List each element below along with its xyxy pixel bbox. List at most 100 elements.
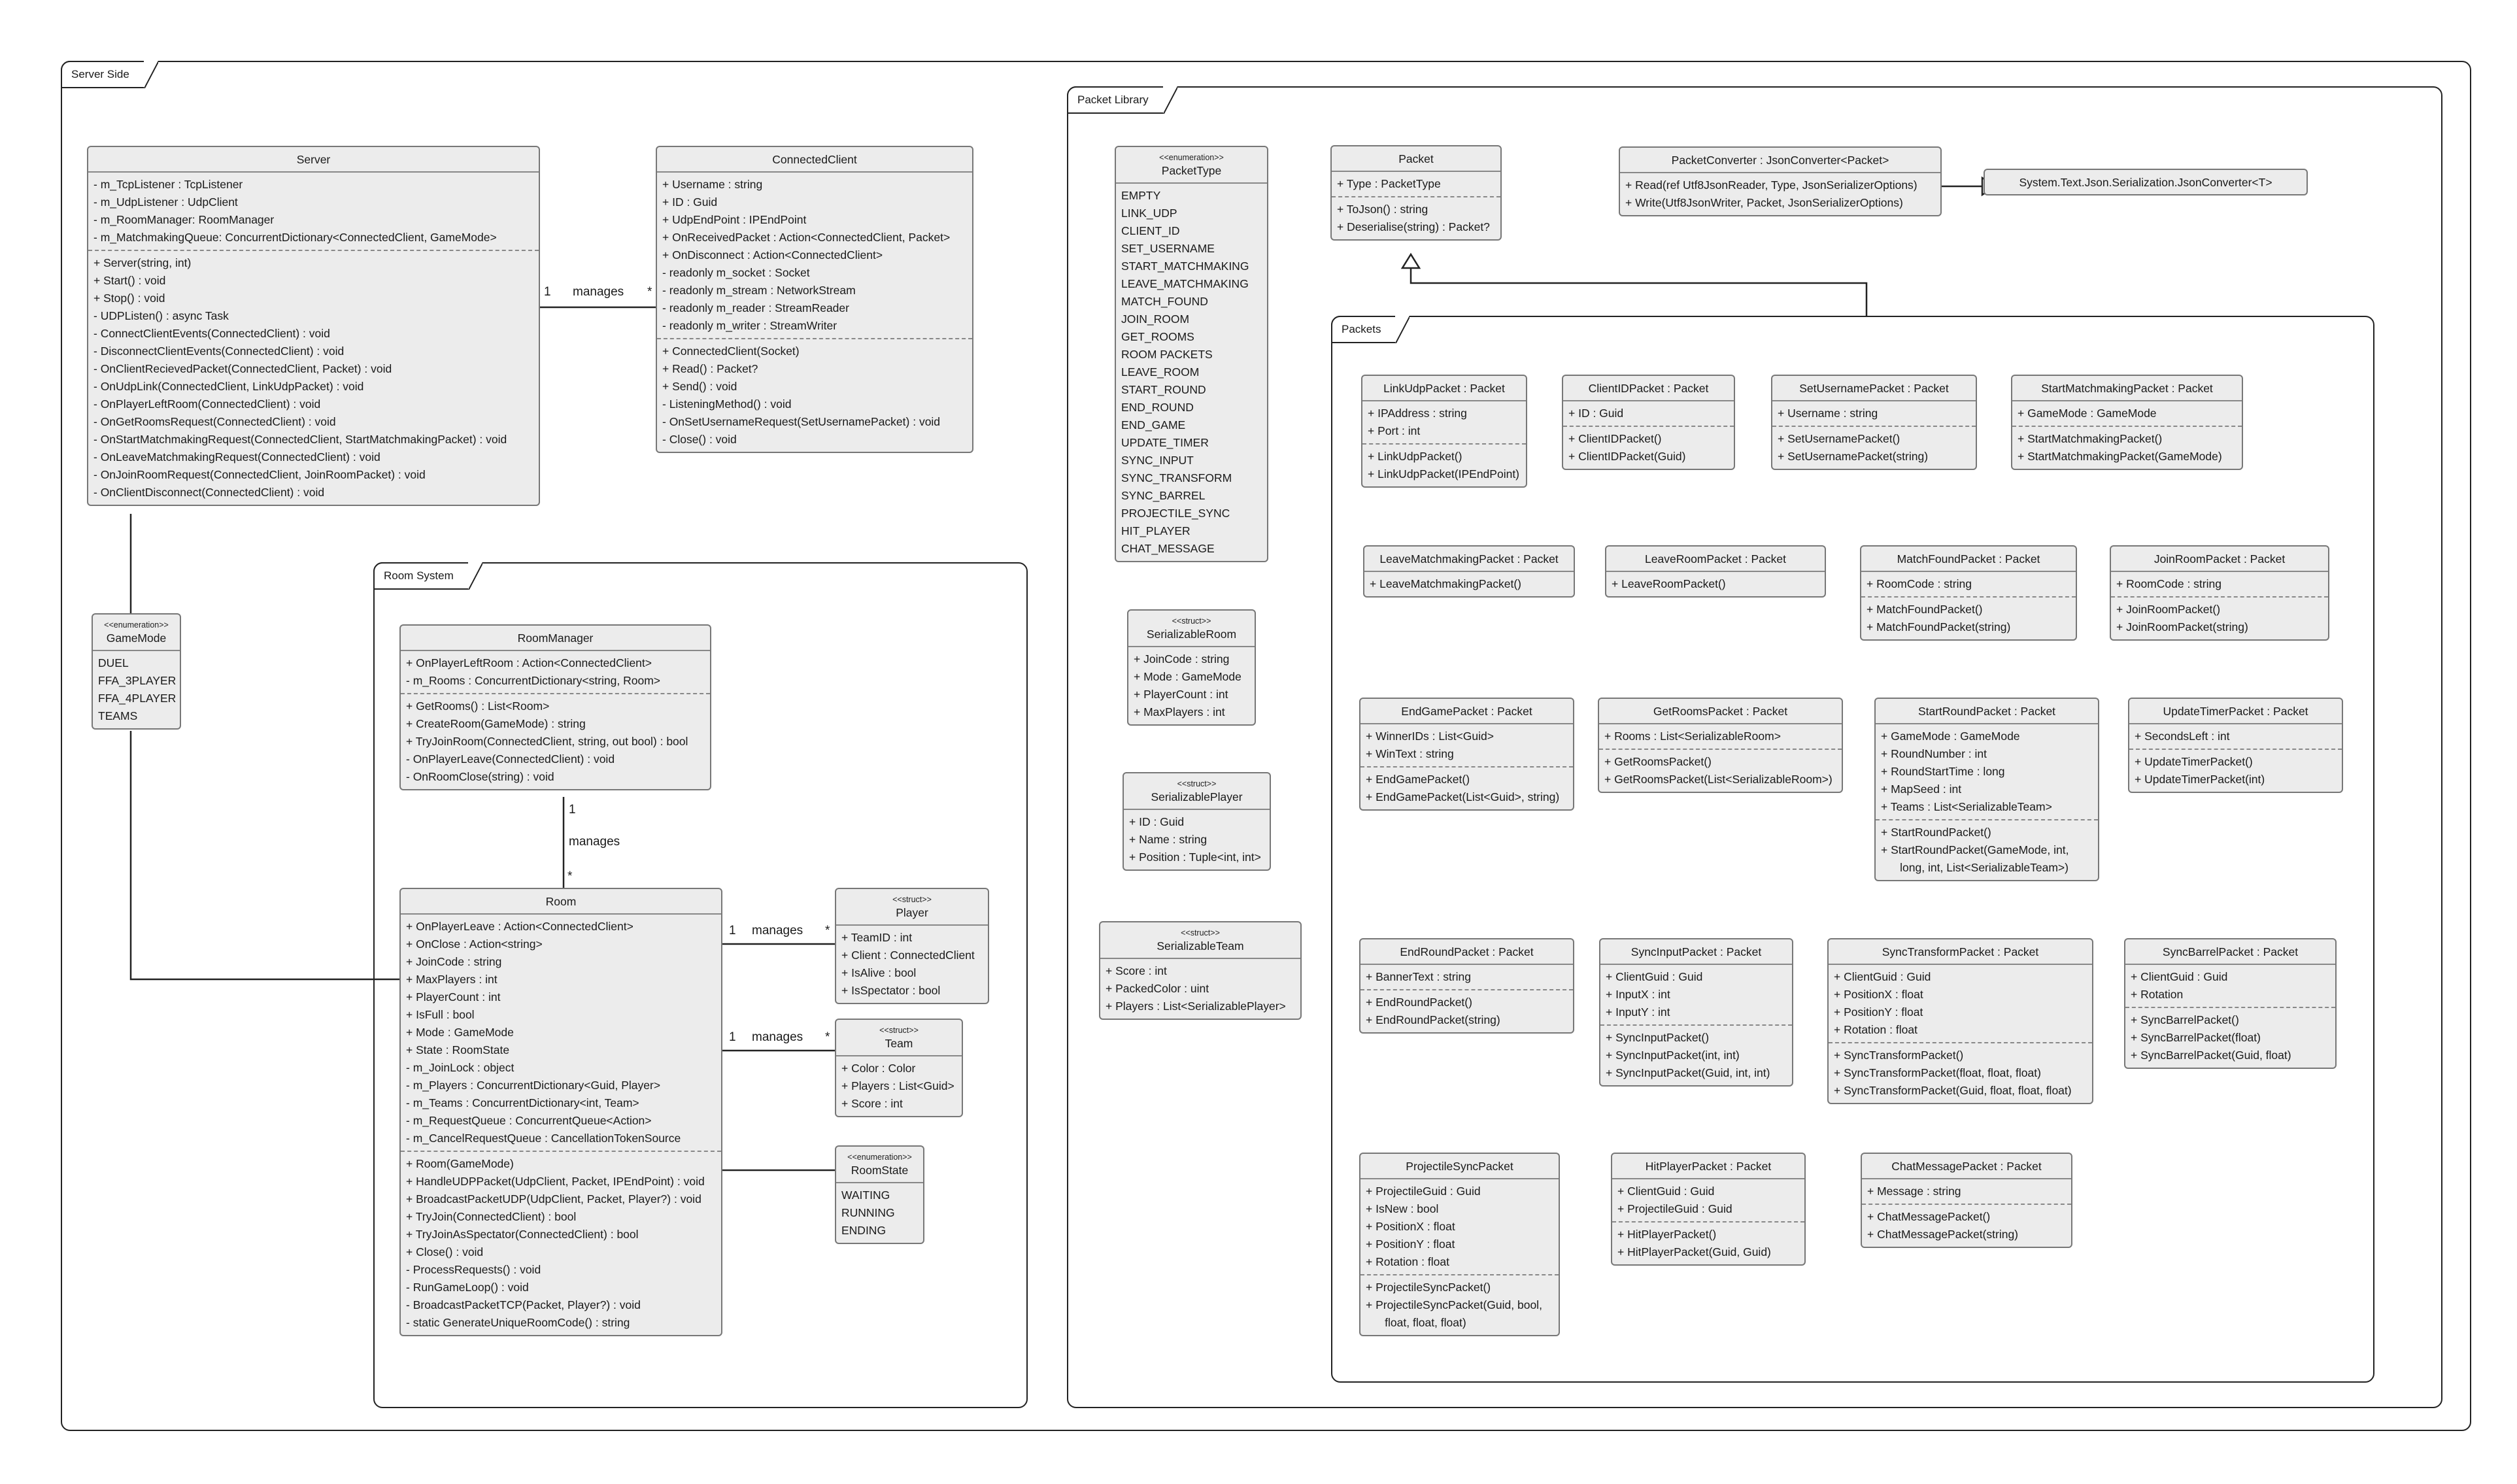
field-line: + GameMode : GameMode — [2018, 407, 2157, 420]
class-header: ConnectedClient — [657, 147, 972, 173]
field-line: + Players : List<Guid> — [841, 1079, 954, 1092]
class-name: SerializablePlayer — [1151, 790, 1243, 803]
class-fields: + RoomCode : string — [1861, 572, 2076, 596]
enum-value: JOIN_ROOM — [1121, 312, 1190, 326]
class-name: PacketType — [1161, 164, 1222, 177]
class-header: <<struct>>SerializableTeam — [1100, 922, 1300, 959]
class-methods: + ConnectedClient(Socket)+ Read() : Pack… — [657, 338, 972, 452]
field-line: + MaxPlayers : int — [406, 973, 498, 986]
class-end-round-packet: EndRoundPacket : Packet+ BannerText : st… — [1359, 938, 1574, 1034]
class-methods: + LeaveMatchmakingPacket() — [1364, 572, 1574, 596]
field-line: + IsSpectator : bool — [841, 984, 941, 997]
class-packet: Packet+ Type : PacketType+ ToJson() : st… — [1330, 145, 1502, 241]
field-line: + PlayerCount : int — [406, 990, 501, 1003]
method-line: + SetUsernamePacket(string) — [1778, 450, 1929, 463]
method-line: + GetRooms() : List<Room> — [406, 700, 550, 713]
field-line: + JoinCode : string — [1134, 652, 1230, 666]
method-line: long, int, List<SerializableTeam>) — [1881, 861, 2069, 874]
class-name: LinkUdpPacket : Packet — [1383, 382, 1505, 395]
mult-client-star: * — [647, 285, 652, 299]
field-line: + Message : string — [1867, 1185, 1961, 1198]
method-line: + EndGamePacket() — [1366, 773, 1470, 786]
class-name: Server — [296, 153, 331, 166]
enum-value: START_ROUND — [1121, 383, 1206, 396]
method-line: + StartRoundPacket(GameMode, int, — [1881, 843, 2069, 856]
field-line: - readonly m_stream : NetworkStream — [662, 284, 856, 297]
mult-server-manages: manages — [573, 285, 624, 299]
method-line: + MatchFoundPacket() — [1867, 603, 1983, 616]
class-name: Room — [545, 895, 577, 908]
class-header: Packet — [1332, 146, 1500, 172]
class-header: PacketConverter : JsonConverter<Packet> — [1620, 148, 1940, 173]
class-header: StartMatchmakingPacket : Packet — [2012, 376, 2242, 401]
field-line: + GameMode : GameMode — [1881, 730, 2020, 743]
class-fields: + IPAddress : string+ Port : int — [1362, 401, 1526, 443]
method-line: + UpdateTimerPacket(int) — [2135, 773, 2265, 786]
package-server-side: Server Side — [61, 60, 2471, 1431]
method-line: - OnClientRecievedPacket(ConnectedClient… — [93, 362, 392, 375]
class-methods: + StartRoundPacket()+ StartRoundPacket(G… — [1876, 819, 2098, 880]
method-line: - static GenerateUniqueRoomCode() : stri… — [406, 1316, 630, 1329]
class-name: SyncTransformPacket : Packet — [1882, 945, 2039, 958]
field-line: + OnPlayerLeave : Action<ConnectedClient… — [406, 920, 633, 933]
method-line: + MatchFoundPacket(string) — [1867, 620, 2011, 633]
class-header: JoinRoomPacket : Packet — [2111, 547, 2328, 572]
class-fields: + ID : Guid — [1563, 401, 1734, 426]
class-fields: + OnPlayerLeave : Action<ConnectedClient… — [401, 915, 721, 1151]
field-line: + ClientGuid : Guid — [2131, 970, 2228, 983]
method-line: + ToJson() : string — [1337, 203, 1428, 216]
field-line: + Username : string — [1778, 407, 1878, 420]
field-line: + PackedColor : uint — [1106, 982, 1209, 995]
field-line: + OnDisconnect : Action<ConnectedClient> — [662, 248, 883, 261]
method-line: - OnRoomClose(string) : void — [406, 770, 554, 783]
package-server-side-label: Server Side — [61, 60, 158, 88]
method-line: + ChatMessagePacket(string) — [1867, 1228, 2019, 1241]
mult-room-player-1: 1 — [729, 924, 736, 937]
class-methods: + SyncTransformPacket()+ SyncTransformPa… — [1829, 1042, 2092, 1103]
class-header: System.Text.Json.Serialization.JsonConve… — [1985, 170, 2306, 194]
class-methods: + SyncInputPacket()+ SyncInputPacket(int… — [1600, 1024, 1792, 1085]
method-line: + GetRoomsPacket(List<SerializableRoom>) — [1604, 773, 1833, 786]
class-header: ClientIDPacket : Packet — [1563, 376, 1734, 401]
method-line: - OnUdpLink(ConnectedClient, LinkUdpPack… — [93, 380, 364, 393]
field-line: + IsAlive : bool — [841, 966, 917, 979]
method-line: + Read(ref Utf8JsonReader, Type, JsonSer… — [1625, 178, 1917, 192]
class-fields: + OnPlayerLeftRoom : Action<ConnectedCli… — [401, 651, 710, 693]
method-line: - OnJoinRoomRequest(ConnectedClient, Joi… — [93, 468, 426, 481]
class-room-manager: RoomManager+ OnPlayerLeftRoom : Action<C… — [399, 624, 711, 790]
class-header: EndRoundPacket : Packet — [1360, 939, 1573, 965]
stereotype-label: <<struct>> — [892, 895, 932, 904]
class-fields: + WinnerIDs : List<Guid>+ WinText : stri… — [1360, 724, 1573, 766]
class-header: RoomManager — [401, 626, 710, 651]
class-name: Team — [885, 1037, 913, 1050]
class-methods: + Read(ref Utf8JsonReader, Type, JsonSer… — [1620, 173, 1940, 215]
field-line: + Username : string — [662, 178, 763, 191]
enum-value: HIT_PLAYER — [1121, 524, 1191, 537]
class-hit-player-packet: HitPlayerPacket : Packet+ ClientGuid : G… — [1611, 1153, 1806, 1266]
mult-rm-manages: manages — [569, 835, 620, 849]
class-methods: + GetRooms() : List<Room>+ CreateRoom(Ga… — [401, 693, 710, 789]
stereotype-label: <<enumeration>> — [1159, 153, 1224, 162]
class-packet-converter: PacketConverter : JsonConverter<Packet> +… — [1619, 146, 1942, 216]
field-line: - readonly m_socket : Socket — [662, 266, 810, 279]
method-line: - DisconnectClientEvents(ConnectedClient… — [93, 345, 345, 358]
class-fields: + JoinCode : string+ Mode : GameMode+ Pl… — [1128, 647, 1255, 724]
field-line: + Mode : GameMode — [406, 1026, 514, 1039]
class-fields: + ProjectileGuid : Guid+ IsNew : bool+ P… — [1360, 1179, 1559, 1274]
field-line: + OnReceivedPacket : Action<ConnectedCli… — [662, 231, 951, 244]
struct-team: <<struct>>Team+ Color : Color+ Players :… — [835, 1019, 963, 1117]
class-name: LeaveMatchmakingPacket : Packet — [1379, 552, 1559, 565]
method-line: + BroadcastPacketUDP(UdpClient, Packet, … — [406, 1192, 701, 1206]
enum-value: EMPTY — [1121, 189, 1161, 202]
class-header: LeaveMatchmakingPacket : Packet — [1364, 547, 1574, 572]
class-methods: + SetUsernamePacket()+ SetUsernamePacket… — [1772, 426, 1976, 469]
stereotype-label: <<struct>> — [1177, 779, 1217, 788]
class-name: JoinRoomPacket : Packet — [2154, 552, 2286, 565]
field-line: + Rotation : float — [1366, 1255, 1449, 1268]
enum-value: END_GAME — [1121, 418, 1186, 431]
class-name: ProjectileSyncPacket — [1406, 1160, 1513, 1173]
class-fields: + Score : int+ PackedColor : uint+ Playe… — [1100, 959, 1300, 1019]
field-line: + ID : Guid — [1129, 815, 1185, 828]
